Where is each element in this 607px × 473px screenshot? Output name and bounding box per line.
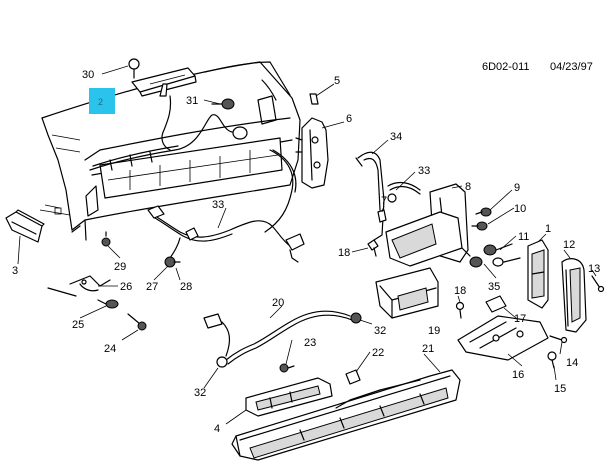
part-12-outer-lens — [561, 258, 587, 333]
callout-9: 9 — [514, 182, 520, 194]
callout-12: 12 — [563, 239, 575, 251]
rear-body-panel — [39, 61, 301, 241]
wiring-harness-middle — [147, 205, 305, 268]
part-18-screw-upper — [367, 239, 379, 257]
callout-28: 28 — [180, 281, 192, 293]
part-18-screw-lower — [455, 301, 465, 319]
callout-6: 6 — [346, 113, 352, 125]
mid-bumper-reinforcement — [335, 379, 421, 409]
callout-16: 16 — [512, 369, 524, 381]
callout-20: 20 — [272, 297, 284, 309]
part-22-clip — [345, 369, 361, 385]
high-mount-lamp — [128, 58, 197, 151]
callout-33-middle: 33 — [212, 199, 224, 211]
part-31-socket — [211, 98, 235, 110]
callout-32-left: 32 — [194, 387, 206, 399]
callout-4: 4 — [214, 423, 220, 435]
part-19-bracket — [375, 267, 439, 319]
callout-22: 22 — [372, 347, 384, 359]
callout-32-right: 32 — [374, 325, 386, 337]
part-26-bracket — [47, 275, 111, 297]
part-5-clip — [309, 93, 319, 105]
callout-13: 13 — [588, 263, 600, 275]
callout-15: 15 — [554, 383, 566, 395]
parts-9-10-sockets — [471, 207, 492, 231]
highlighted-part-label: 2 — [98, 97, 103, 107]
callout-8: 8 — [465, 181, 471, 193]
callout-19: 19 — [428, 325, 440, 337]
callout-3: 3 — [12, 265, 18, 277]
callout-34: 34 — [390, 131, 402, 143]
callout-5: 5 — [334, 75, 340, 87]
callout-29: 29 — [114, 261, 126, 273]
callout-30: 30 — [82, 69, 94, 81]
part-13-screw — [591, 275, 605, 293]
part-6-bracket — [295, 117, 329, 189]
leader-lines — [17, 65, 597, 425]
part-29-grommet — [101, 231, 111, 247]
wiring-harness-upper — [89, 114, 297, 233]
diagram-code: 6D02-011 — [482, 61, 530, 73]
callout-25: 25 — [72, 319, 84, 331]
part-7-clip — [377, 209, 387, 223]
part-24-screw — [127, 313, 147, 331]
callout-labels: 30 31 5 6 34 33 8 9 10 7 18 33 3 29 27 2… — [12, 69, 600, 435]
part-21-bumper — [231, 369, 461, 461]
callout-26: 26 — [120, 281, 132, 293]
part-1-lamp-lens — [527, 239, 549, 309]
callout-1: 1 — [545, 223, 551, 235]
callout-21: 21 — [422, 343, 434, 355]
part-8-tail-lamp — [385, 183, 471, 267]
part-16-plate — [457, 315, 549, 361]
part-25-socket — [97, 299, 119, 309]
callout-11: 11 — [518, 231, 529, 243]
callout-18-upper: 18 — [338, 247, 350, 259]
callout-35: 35 — [488, 281, 500, 293]
callout-14: 14 — [566, 357, 578, 369]
part-17-bracket — [485, 295, 507, 313]
callout-17: 17 — [514, 313, 526, 325]
callout-7: 7 — [381, 195, 387, 207]
highlighted-part-marker — [89, 88, 115, 114]
part-3-reflector — [5, 209, 45, 243]
callout-10: 10 — [514, 203, 526, 215]
callout-33-upper: 33 — [418, 165, 430, 177]
parts-11-35-sockets — [469, 243, 521, 268]
wiring-harness-lower — [203, 310, 362, 368]
callout-31: 31 — [186, 95, 198, 107]
diagram-date: 04/23/97 — [550, 61, 593, 73]
callout-27: 27 — [146, 281, 158, 293]
parts-14-15-screws — [547, 335, 568, 369]
callout-18-lower: 18 — [454, 285, 466, 297]
part-33-wire-upper — [387, 181, 421, 203]
part-34-bracket — [355, 151, 385, 241]
callout-24: 24 — [104, 343, 116, 355]
part-23-socket — [279, 363, 295, 373]
callout-23: 23 — [304, 337, 316, 349]
